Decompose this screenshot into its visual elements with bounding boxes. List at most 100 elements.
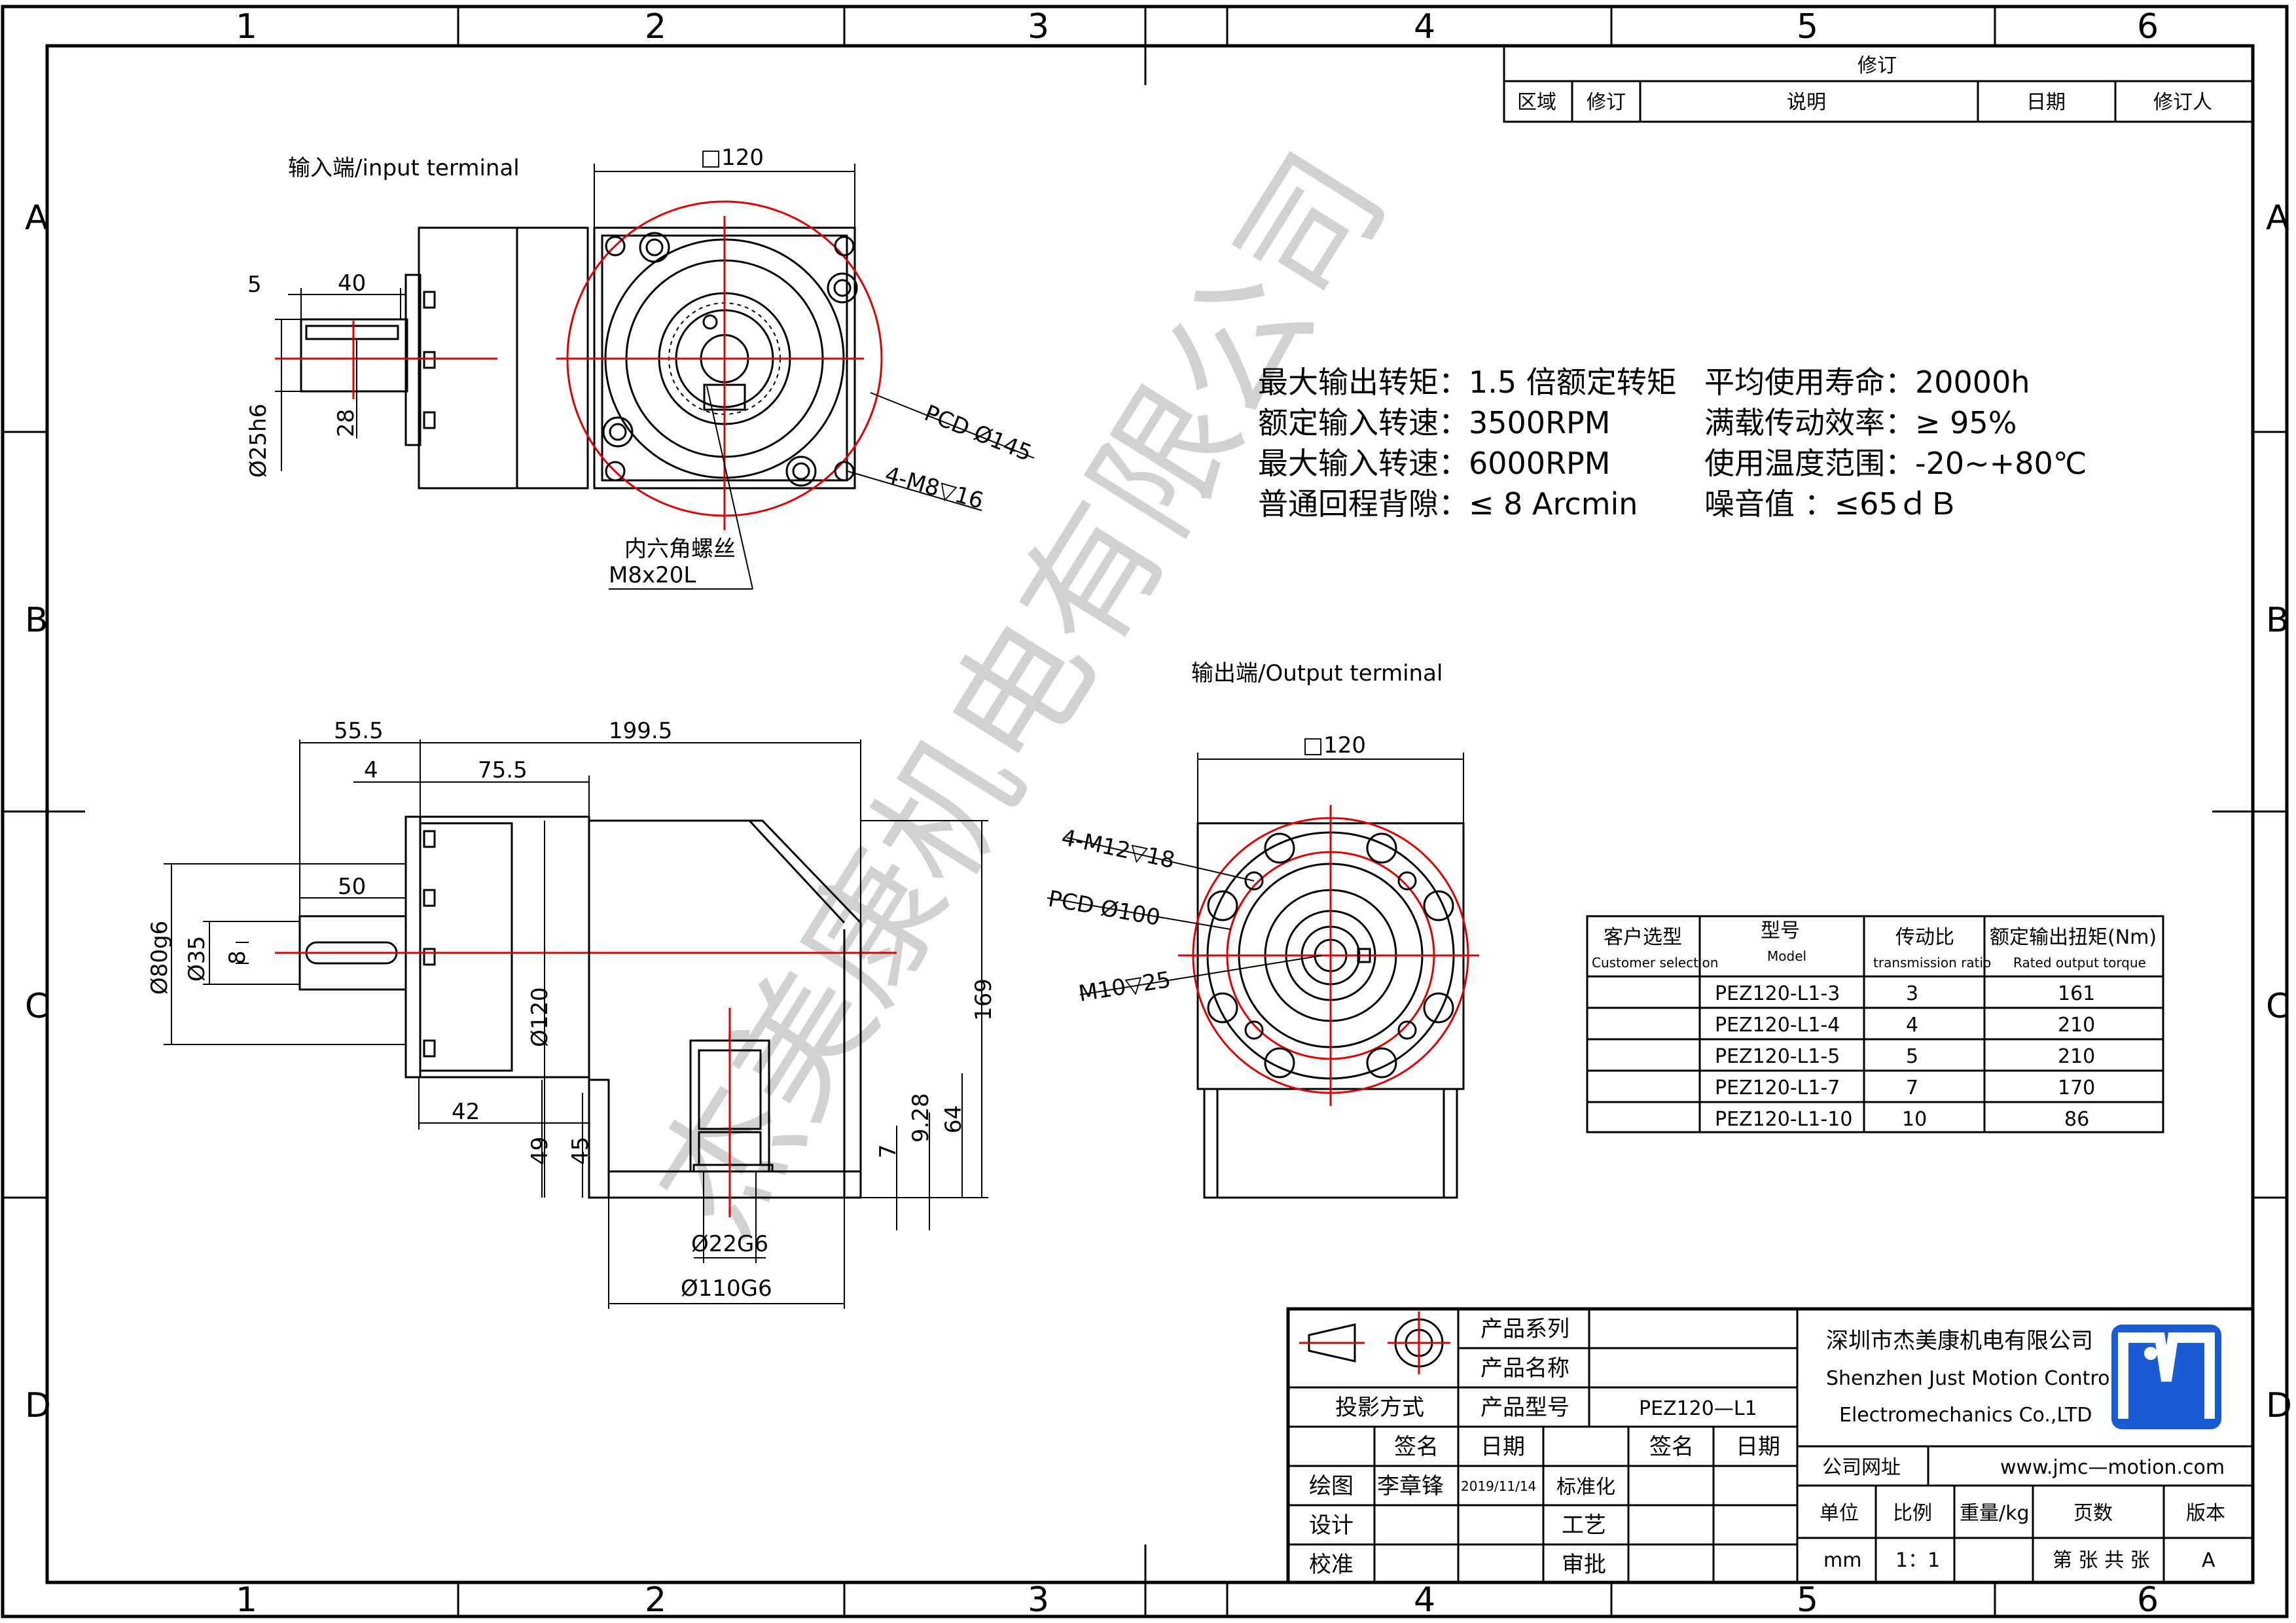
design-label: 设计 <box>1309 1512 1354 1539</box>
dim-pcd-output: PCD Ø100 <box>1046 885 1162 931</box>
dim-64: 64 <box>941 1105 967 1133</box>
spec-right: 满载传动效率：≥ 95% <box>1704 405 2017 440</box>
spec-right: 平均使用寿命：20000h <box>1704 365 2030 400</box>
table-header-en: Rated output torque <box>2013 955 2146 971</box>
spec-right: 噪音值 ：≤65ｄＢ <box>1704 486 1958 522</box>
drawing-frame <box>1 5 2289 1618</box>
check-label: 校准 <box>1309 1552 1354 1578</box>
dim-9-28: 9.28 <box>908 1093 934 1143</box>
product-model-value: PEZ120—L1 <box>1639 1397 1757 1420</box>
spec-left: 普通回程背隙：≤ 8 Arcmin <box>1258 486 1638 522</box>
output-bolt-holes <box>1207 832 1454 1079</box>
dim-square-input: □120 <box>700 145 764 171</box>
table-header-en: transmission ratio <box>1873 955 1991 971</box>
table-cell-torque: 86 <box>2064 1108 2089 1131</box>
col-label: 6 <box>2137 1580 2159 1620</box>
dim-4: 4 <box>364 757 378 783</box>
row-label: B <box>2266 601 2289 640</box>
standard-label: 标准化 <box>1556 1476 1615 1499</box>
table-cell-ratio: 3 <box>1906 982 1918 1005</box>
company-logo <box>2111 1325 2221 1429</box>
product-model-label: 产品型号 <box>1480 1395 1570 1421</box>
dim-199-5: 199.5 <box>609 718 672 744</box>
col-label: 4 <box>1414 1580 1435 1620</box>
col-label: 4 <box>1414 7 1435 46</box>
product-name-label: 产品名称 <box>1480 1355 1570 1382</box>
dim-5: 5 <box>247 272 262 298</box>
dim-28: 28 <box>333 409 359 437</box>
table-header: 型号 <box>1761 919 1800 942</box>
version-label: 版本 <box>2186 1502 2225 1525</box>
dim-169: 169 <box>971 978 997 1021</box>
table-cell-ratio: 10 <box>1902 1108 1927 1131</box>
website-label: 公司网址 <box>1822 1456 1901 1479</box>
date-header: 日期 <box>1480 1434 1525 1460</box>
revision-header: 说明 <box>1787 91 1826 114</box>
dim-42: 42 <box>452 1099 480 1125</box>
pages-label: 页数 <box>2073 1502 2113 1525</box>
table-cell-torque: 210 <box>2058 1014 2095 1037</box>
side-view: 55.5 199.5 4 75.5 50 Ø80g6 Ø35 8 Ø120 16… <box>147 718 997 1309</box>
company-name-en-1: Shenzhen Just Motion Control <box>1826 1367 2115 1390</box>
revision-header: 日期 <box>2026 91 2066 114</box>
dim-120: Ø120 <box>527 987 553 1047</box>
pages-value: 第 张 共 张 <box>2053 1549 2150 1572</box>
process-label: 工艺 <box>1562 1512 1606 1539</box>
col-label: 1 <box>236 1580 257 1620</box>
spec-left: 额定输入转速：3500RPM <box>1258 405 1610 440</box>
revision-header: 修订人 <box>2153 91 2212 114</box>
dim-holes-input: 4-M8▽16 <box>882 461 986 514</box>
row-label: A <box>2266 198 2289 238</box>
spec-left: 最大输入转速：6000RPM <box>1258 446 1610 481</box>
input-bolt-holes <box>602 232 858 487</box>
row-label: B <box>25 601 48 640</box>
dim-pcd-input: PCD Ø145 <box>921 400 1035 467</box>
row-label: C <box>2266 987 2289 1026</box>
drawer-name: 李章锋 <box>1377 1473 1444 1499</box>
col-label: 5 <box>1797 7 1818 46</box>
dim-45: 45 <box>567 1137 594 1165</box>
col-label: 2 <box>645 1580 666 1620</box>
spec-list: 最大输出转矩：1.5 倍额定转矩 平均使用寿命：20000h 额定输入转速：35… <box>1258 365 2087 522</box>
screw-note-cn: 内六角螺丝 <box>624 536 736 562</box>
revision-title: 修订 <box>1857 54 1897 77</box>
table-cell-ratio: 4 <box>1906 1014 1918 1037</box>
row-label: D <box>25 1386 51 1425</box>
dim-75-5: 75.5 <box>478 757 528 783</box>
weight-label: 重量/kg <box>1960 1502 2030 1525</box>
table-cell-ratio: 5 <box>1906 1045 1918 1068</box>
input-end-view: 输入端/input terminal <box>245 145 1035 590</box>
website-value: www.jmc—motion.com <box>2000 1456 2225 1479</box>
sign-header: 签名 <box>1394 1434 1439 1460</box>
table-header-en: Customer selection <box>1592 955 1718 971</box>
col-label: 6 <box>2137 7 2159 46</box>
unit-value: mm <box>1823 1549 1861 1572</box>
scale-label: 比例 <box>1893 1502 1932 1525</box>
row-label: C <box>25 987 48 1026</box>
company-name-en-2: Electromechanics Co.,LTD <box>1839 1404 2092 1427</box>
drawn-date: 2019/11/14 <box>1461 1478 1536 1494</box>
table-cell-model: PEZ120-L1-7 <box>1715 1077 1840 1099</box>
table-header-en: Model <box>1767 948 1806 964</box>
col-label: 2 <box>645 7 666 46</box>
projection-label: 投影方式 <box>1335 1395 1424 1421</box>
sign-header: 签名 <box>1649 1434 1694 1460</box>
revision-header: 修订 <box>1587 91 1626 114</box>
row-label: A <box>25 198 48 238</box>
table-cell-torque: 170 <box>2058 1077 2095 1099</box>
dim-holes-output: 4-M12▽18 <box>1059 825 1177 874</box>
output-terminal-label: 输出端/Output terminal <box>1191 660 1443 687</box>
version-value: A <box>2202 1549 2215 1572</box>
output-end-view: 输出端/Output terminal □120 4-M12▽18 PCD Ø1… <box>1046 660 1479 1199</box>
screw-note-size: M8x20L <box>609 562 696 588</box>
dim-center-thread: M10▽25 <box>1077 967 1173 1007</box>
table-header: 客户选型 <box>1604 926 1682 949</box>
dim-80: Ø80g6 <box>147 921 173 995</box>
dim-49: 49 <box>527 1137 553 1165</box>
drawn-label: 绘图 <box>1309 1473 1354 1499</box>
row-label: D <box>2266 1386 2292 1425</box>
table-cell-torque: 161 <box>2058 982 2095 1005</box>
dim-50: 50 <box>338 874 366 900</box>
table-header: 额定输出扭矩(Nm) <box>1990 926 2157 949</box>
